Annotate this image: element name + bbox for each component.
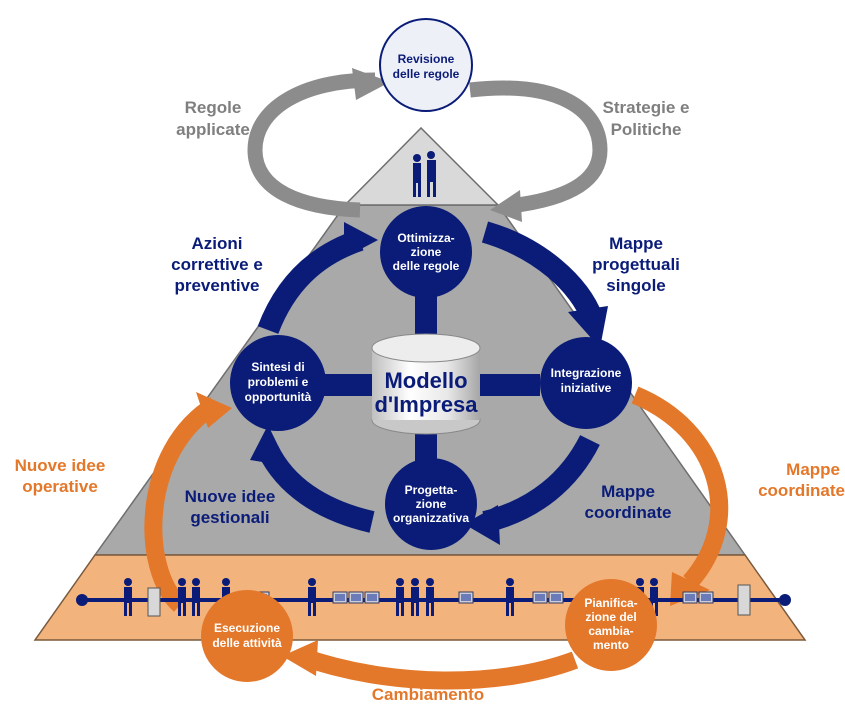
svg-text:Mappe: Mappe [601,482,655,501]
pyramid-apex [343,126,500,206]
svg-text:Revisione: Revisione [398,52,455,66]
computer-icon [458,591,474,604]
computer-icon [548,591,564,604]
outer-cycle-arrows [144,386,729,690]
svg-text:mento: mento [593,638,629,652]
label-azioni-correttive: Azioni correttive e preventive [171,234,263,295]
label-nuove-idee-gestionali: Nuove idee gestionali [185,487,276,527]
svg-text:Mappe: Mappe [786,460,840,479]
svg-text:Sintesi di: Sintesi di [251,360,304,374]
svg-text:Pianifica-: Pianifica- [584,596,637,610]
label-nuove-idee-operative: Nuove idee operative [15,456,106,496]
computer-icon [532,591,548,604]
svg-text:Nuove idee: Nuove idee [15,456,106,475]
computer-icon [332,591,348,604]
person-icon [426,578,434,616]
label-regole-applicate: Regole applicate [176,98,250,139]
svg-text:problemi e: problemi e [248,375,309,389]
computer-icon [364,591,380,604]
node-ottimizzazione-regole: Ottimizza- zione delle regole [380,206,472,298]
node-esecuzione-attivita: Esecuzione delle attività [201,590,293,682]
svg-text:cambia-: cambia- [588,624,633,638]
svg-text:coordinate: coordinate [758,481,845,500]
svg-text:Strategie e: Strategie e [603,98,690,117]
label-mappe-coordinate-outer: Mappe coordinate [758,460,845,500]
node-integrazione-iniziative: Integrazione iniziative [540,337,632,429]
computer-icon [682,591,698,604]
node-progettazione-organizzativa: Progetta- zione organizzativa [385,458,477,550]
person-icon [192,578,200,616]
person-icon [506,578,514,616]
svg-text:applicate: applicate [176,120,250,139]
svg-text:iniziative: iniziative [561,381,612,395]
enterprise-model-database: Modello d'Impresa [371,333,481,435]
person-icon [178,578,186,616]
people-icon [413,151,436,197]
gray-arrowhead-left [352,68,390,100]
svg-text:gestionali: gestionali [190,508,269,527]
computer-icon [698,591,714,604]
svg-text:singole: singole [606,276,666,295]
svg-text:Regole: Regole [185,98,242,117]
database-label-line2: d'Impresa [374,392,478,417]
gray-arrowhead-right [490,190,522,222]
svg-text:zione: zione [411,245,442,259]
svg-text:delle regole: delle regole [393,67,460,81]
person-icon [411,578,419,616]
svg-text:progettuali: progettuali [592,255,680,274]
svg-text:zione: zione [416,497,447,511]
svg-text:Progetta-: Progetta- [405,483,458,497]
svg-text:Integrazione: Integrazione [551,366,622,380]
node-sintesi-problemi: Sintesi di problemi e opportunità [230,335,326,431]
svg-text:Azioni: Azioni [192,234,243,253]
computer-icon [348,591,364,604]
svg-text:coordinate: coordinate [585,503,672,522]
label-cambiamento: Cambiamento [372,685,484,704]
svg-text:organizzativa: organizzativa [393,511,469,525]
person-icon [308,578,316,616]
computer-icon [254,591,714,604]
inner-arrowheads [250,222,608,545]
svg-text:Esecuzione: Esecuzione [214,621,280,635]
svg-text:opportunità: opportunità [245,390,312,404]
node-pianificazione-cambiamento: Pianifica- zione del cambia- mento [565,579,657,671]
svg-text:Politiche: Politiche [611,120,682,139]
svg-text:Mappe: Mappe [609,234,663,253]
svg-text:Ottimizza-: Ottimizza- [397,231,454,245]
person-icon [396,578,404,616]
svg-text:preventive: preventive [174,276,259,295]
svg-text:Nuove idee: Nuove idee [185,487,276,506]
rules-cycle-arrows [247,68,608,222]
label-mappe-progettuali: Mappe progettuali singole [592,234,680,295]
label-mappe-coordinate-inner: Mappe coordinate [585,482,672,522]
label-strategie-politiche: Strategie e Politiche [603,98,690,139]
svg-text:delle regole: delle regole [393,259,460,273]
person-icon [124,578,132,616]
svg-text:zione del: zione del [585,610,636,624]
orange-arrowheads [196,392,710,676]
svg-text:correttive e: correttive e [171,255,263,274]
node-revisione-regole: Revisione delle regole [379,18,473,112]
svg-text:delle attività: delle attività [212,636,282,650]
database-label-line1: Modello [384,368,467,393]
server-tower-icon [147,584,751,617]
svg-text:operative: operative [22,477,98,496]
